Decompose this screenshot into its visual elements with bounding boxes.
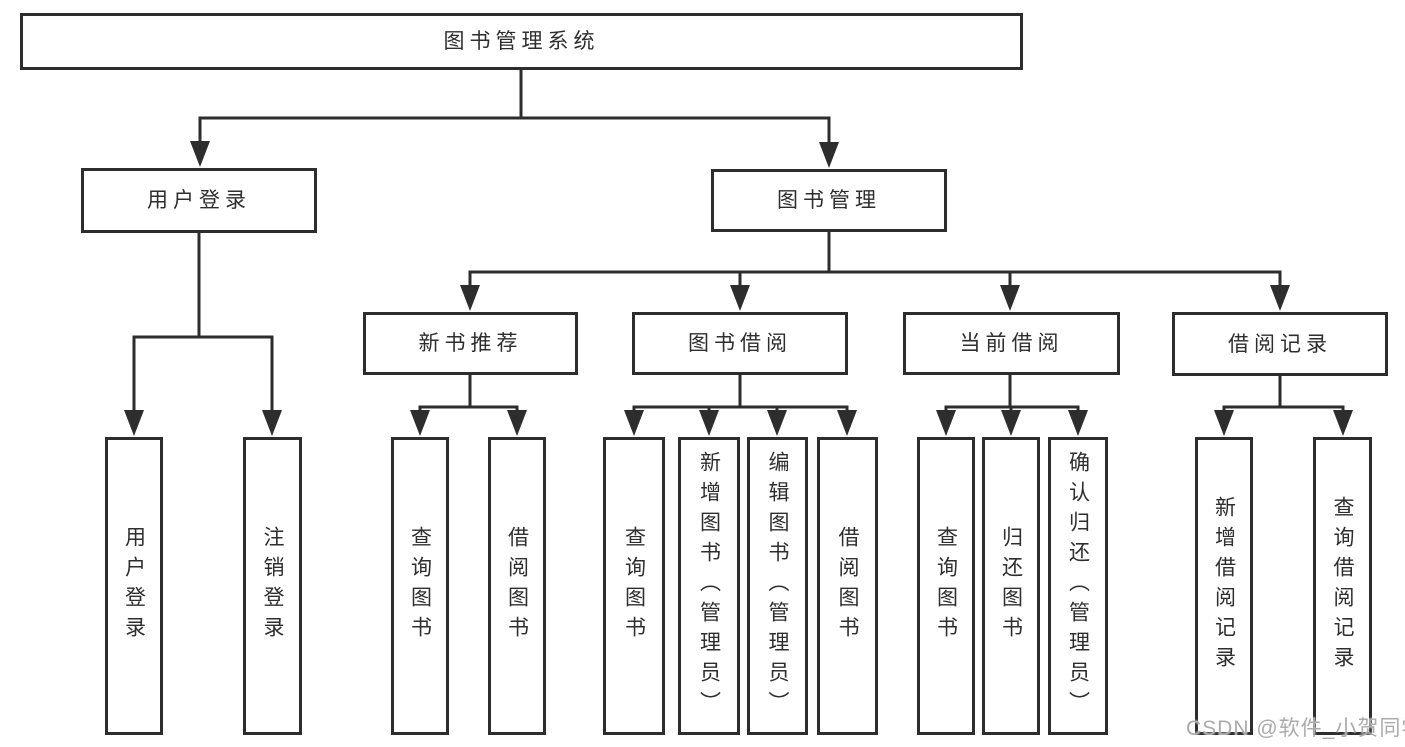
leaf-logout-label: 注销登录 bbox=[261, 526, 284, 646]
leaf-logout: 注销登录 bbox=[243, 437, 302, 735]
csdn-watermark: CSDN @软件_小贺同学 bbox=[1186, 717, 1405, 740]
node-current-borrowing: 当前借阅 bbox=[903, 312, 1120, 375]
leaf-query-borrow-record: 查询借阅记录 bbox=[1313, 437, 1372, 735]
node-user-login-label: 用户登录 bbox=[147, 189, 251, 212]
leaf-query-books-current: 查询图书 bbox=[917, 437, 975, 735]
node-borrowing-records: 借阅记录 bbox=[1172, 312, 1388, 376]
leaf-add-books-admin-label: 新增图书（管理员） bbox=[697, 451, 721, 721]
leaf-query-books-current-label: 查询图书 bbox=[934, 526, 958, 646]
node-book-management-label: 图书管理 bbox=[777, 189, 881, 212]
node-new-book-recommendation: 新书推荐 bbox=[363, 312, 578, 375]
leaf-user-login-label: 用户登录 bbox=[122, 526, 146, 646]
node-current-borrowing-label: 当前借阅 bbox=[959, 332, 1064, 355]
node-user-login: 用户登录 bbox=[81, 168, 317, 233]
node-new-book-recommendation-label: 新书推荐 bbox=[418, 332, 523, 355]
node-book-management: 图书管理 bbox=[711, 169, 947, 232]
leaf-confirm-return-admin: 确认归还（管理员） bbox=[1048, 437, 1108, 735]
node-root-system: 图书管理系统 bbox=[20, 13, 1023, 70]
leaf-query-books-recommend-label: 查询图书 bbox=[408, 526, 432, 646]
leaf-user-login: 用户登录 bbox=[105, 437, 163, 735]
leaf-return-books: 归还图书 bbox=[982, 437, 1040, 735]
leaf-query-books-borrowing-label: 查询图书 bbox=[622, 526, 646, 646]
node-borrowing-records-label: 借阅记录 bbox=[1228, 332, 1332, 356]
node-root-label: 图书管理系统 bbox=[443, 30, 600, 53]
leaf-add-borrow-record-label: 新增借阅记录 bbox=[1212, 496, 1236, 676]
leaf-return-books-label: 归还图书 bbox=[999, 526, 1023, 646]
leaf-borrow-books-recommend-label: 借阅图书 bbox=[505, 526, 529, 646]
leaf-borrow-books-recommend: 借阅图书 bbox=[488, 437, 546, 735]
leaf-edit-books-admin: 编辑图书（管理员） bbox=[747, 437, 808, 735]
leaf-query-books-borrowing: 查询图书 bbox=[603, 437, 665, 735]
node-book-borrowing-label: 图书借阅 bbox=[688, 332, 792, 355]
node-book-borrowing: 图书借阅 bbox=[632, 312, 848, 375]
leaf-borrow-books-borrowing: 借阅图书 bbox=[817, 437, 878, 735]
leaf-borrow-books-borrowing-label: 借阅图书 bbox=[836, 526, 859, 646]
leaf-add-borrow-record: 新增借阅记录 bbox=[1195, 437, 1253, 735]
leaf-edit-books-admin-label: 编辑图书（管理员） bbox=[766, 451, 789, 721]
leaf-add-books-admin: 新增图书（管理员） bbox=[678, 437, 740, 735]
leaf-confirm-return-admin-label: 确认归还（管理员） bbox=[1066, 451, 1090, 721]
leaf-query-borrow-record-label: 查询借阅记录 bbox=[1331, 496, 1354, 676]
leaf-query-books-recommend: 查询图书 bbox=[391, 437, 449, 735]
